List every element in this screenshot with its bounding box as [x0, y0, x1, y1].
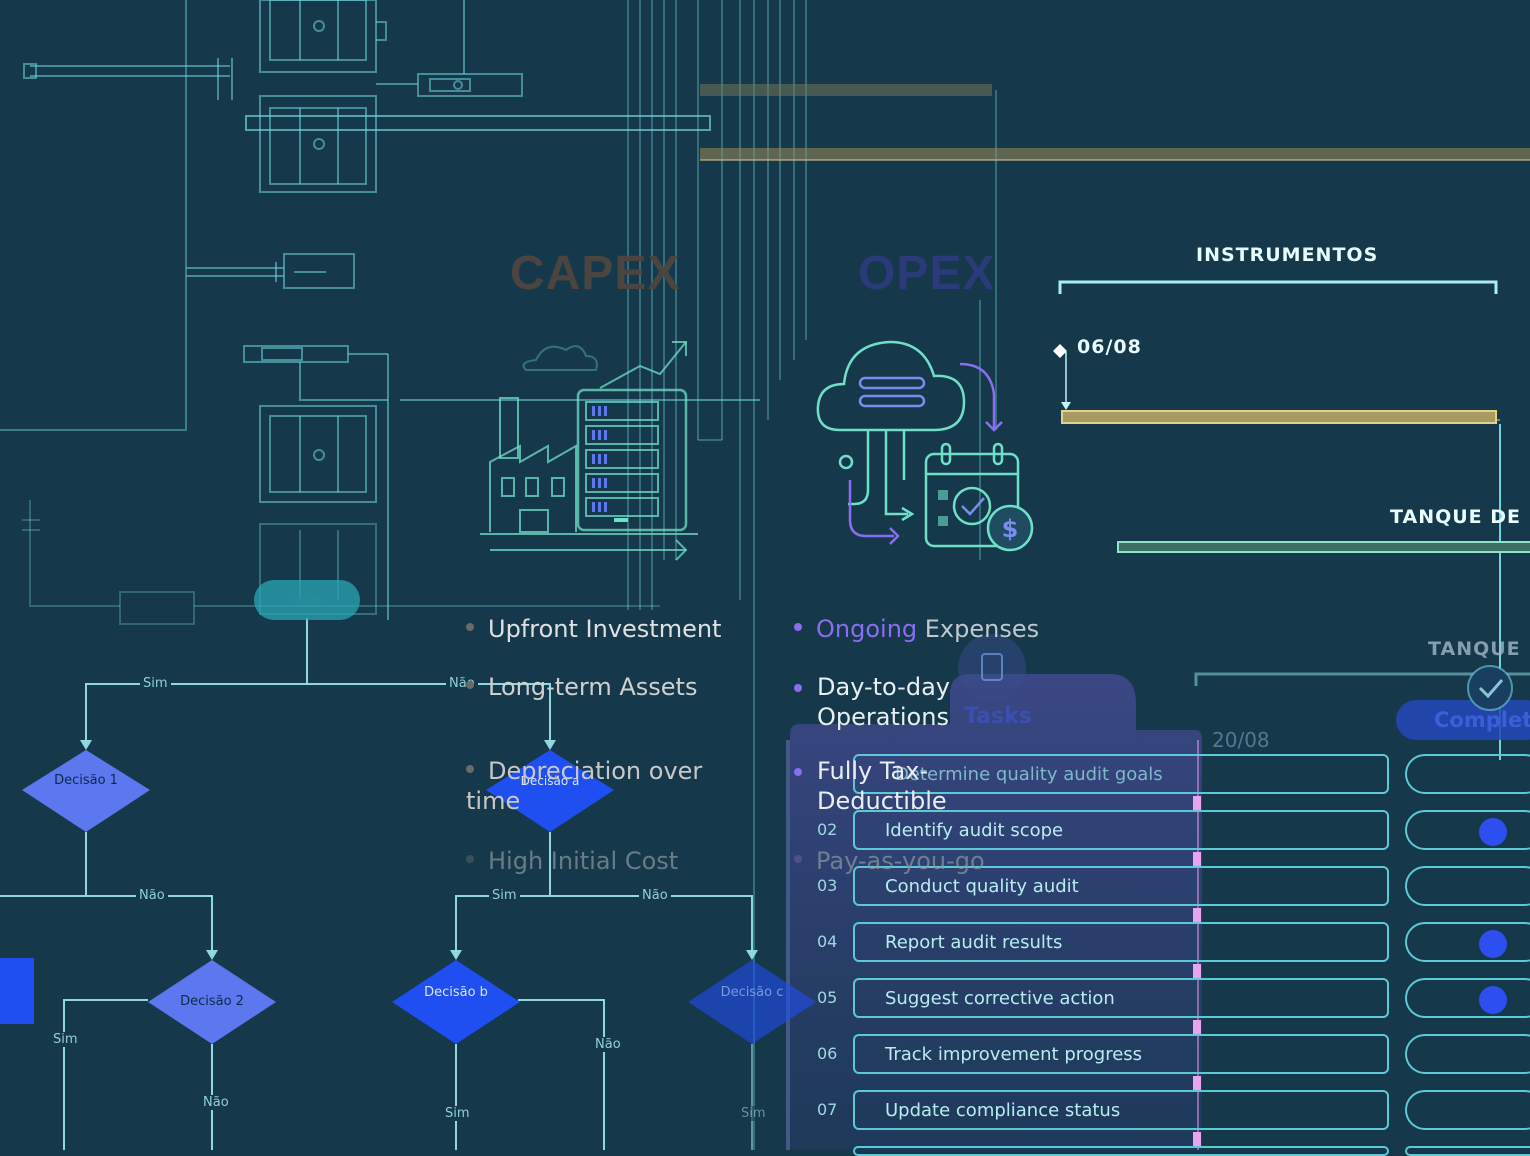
tanque-b-label: TANQUE DE B — [1390, 506, 1530, 528]
task-label: Track improvement progress — [885, 1044, 1143, 1065]
edge-label-sim: Sim — [738, 1106, 769, 1121]
decision-node-b — [392, 960, 520, 1044]
task-status-6[interactable] — [1405, 1034, 1530, 1074]
edge-label-sim: Sim — [140, 676, 171, 691]
task-number: 05 — [817, 988, 838, 1007]
tasks-header: Tasks — [964, 704, 1032, 729]
timeline-marker — [1193, 908, 1201, 922]
decision-node-c — [688, 960, 816, 1044]
timeline-marker — [1193, 796, 1201, 810]
capex-bullet-2: Long-term Assets — [466, 672, 697, 702]
task-number: 03 — [817, 876, 838, 895]
gantt-date-label: 06/08 — [1077, 336, 1142, 358]
task-label: Determine quality audit goals — [895, 764, 1163, 785]
edge-label-sim: Sim — [442, 1106, 473, 1121]
decision-a-label: Decisão a — [520, 774, 580, 788]
task-number: 06 — [817, 1044, 838, 1063]
tanque-d-label: TANQUE D — [1428, 638, 1530, 660]
edge-label-nao: Não — [639, 888, 671, 903]
task-row-1[interactable]: Determine quality audit goals — [853, 754, 1389, 794]
opex-title: OPEX — [858, 247, 996, 300]
complete-indicator-icon — [1479, 930, 1507, 958]
timeline-marker — [1193, 852, 1201, 866]
timeline-marker — [1193, 1076, 1201, 1090]
capex-bullet-4: High Initial Cost — [466, 846, 678, 876]
opex-bullet-2: Day-to-day Operations — [794, 672, 964, 732]
decision-c-label: Decisão c — [720, 985, 784, 1000]
opex-bullet-4: Pay-as-you-go — [794, 846, 985, 876]
complete-indicator-icon — [1479, 986, 1507, 1014]
task-row-7[interactable]: Update compliance status — [853, 1090, 1389, 1130]
start-node-label: Inicio — [291, 593, 323, 607]
task-label: Suggest corrective action — [885, 988, 1115, 1009]
edge-label-sim: Sim — [50, 1032, 81, 1047]
decision-b-label: Decisão b — [424, 985, 488, 1000]
tasks-date: 20/08 — [1212, 728, 1270, 752]
task-label: Conduct quality audit — [885, 876, 1079, 897]
capex-title: CAPEX — [510, 247, 681, 300]
task-status-4[interactable] — [1405, 922, 1530, 962]
task-status-5[interactable] — [1405, 978, 1530, 1018]
start-node — [254, 580, 360, 620]
capex-bullet-3: Depreciation over time — [466, 757, 703, 815]
decision-node-a — [486, 750, 614, 832]
task-label: Update compliance status — [885, 1100, 1121, 1121]
task-row-3[interactable]: Conduct quality audit — [853, 866, 1389, 906]
task-row-4[interactable]: Report audit results — [853, 922, 1389, 962]
edge-label-nao: Não — [200, 1095, 232, 1110]
task-row-5[interactable]: Suggest corrective action — [853, 978, 1389, 1018]
decision-node-2 — [148, 960, 276, 1044]
timeline-marker — [1193, 964, 1201, 978]
task-label: Report audit results — [885, 932, 1063, 953]
task-status-2[interactable] — [1405, 810, 1530, 850]
task-label: Identify audit scope — [885, 820, 1064, 841]
edge-label-nao: Não — [592, 1037, 624, 1052]
capex-bullet-1: Upfront Investment — [466, 614, 721, 644]
timeline-marker — [1193, 1020, 1201, 1034]
edge-label-nao: Não — [136, 888, 168, 903]
edge-label-sim: Sim — [489, 888, 520, 903]
status-header: Complete — [1434, 708, 1530, 732]
task-number: 07 — [817, 1100, 838, 1119]
timeline-marker — [1193, 1132, 1201, 1146]
decision-node-1 — [22, 750, 150, 832]
decision-1-label: Decisão 1 — [54, 773, 118, 788]
task-number: 04 — [817, 932, 838, 951]
complete-indicator-icon — [1479, 818, 1507, 846]
svg-text:$: $ — [1002, 515, 1019, 543]
task-status-1[interactable] — [1405, 754, 1530, 794]
task-row-6[interactable]: Track improvement progress — [853, 1034, 1389, 1074]
task-number: 02 — [817, 820, 838, 839]
opex-bullet-1: Ongoing Expenses — [794, 614, 1039, 644]
task-status-3[interactable] — [1405, 866, 1530, 906]
task-status-7[interactable] — [1405, 1090, 1530, 1130]
offscreen-node — [0, 958, 34, 1024]
instrumentos-label: INSTRUMENTOS — [1196, 244, 1379, 266]
decision-2-label: Decisão 2 — [180, 994, 244, 1009]
task-row-2[interactable]: Identify audit scope — [853, 810, 1389, 850]
opex-bullet-3: Fully Tax-Deductible — [794, 756, 954, 816]
